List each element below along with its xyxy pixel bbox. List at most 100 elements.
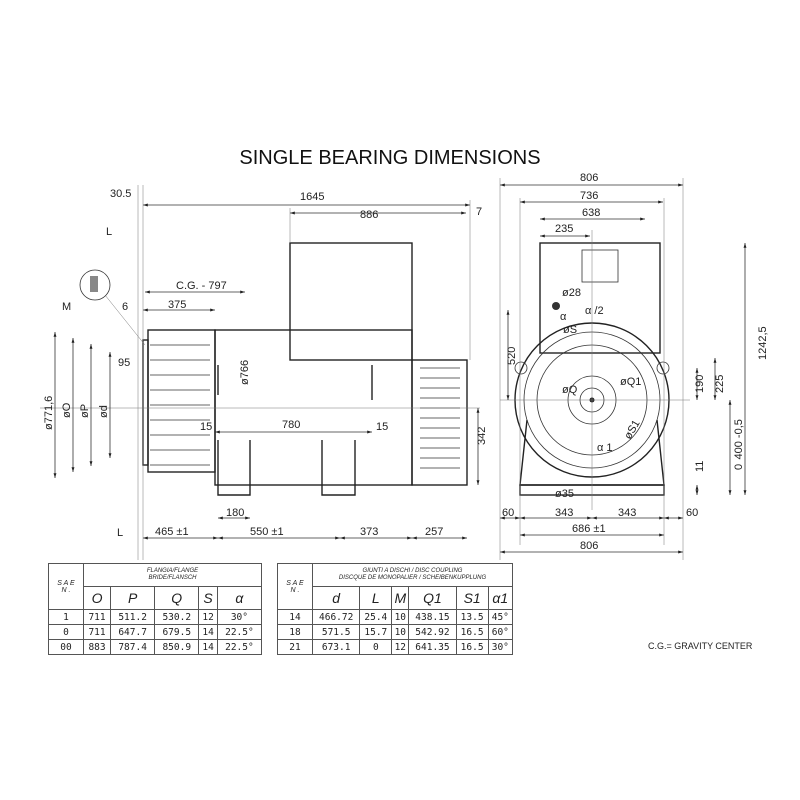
dim-225: 225	[714, 375, 726, 393]
cell: 22.5°	[216, 639, 263, 655]
dim-342: 342	[476, 427, 488, 445]
dim-Q: øQ	[562, 384, 578, 396]
dim-1242-5: 1242,5	[757, 326, 769, 360]
dim-35: ø35	[555, 488, 574, 500]
dim-766: ø766	[239, 360, 251, 385]
dim-180: 180	[226, 507, 244, 519]
dim-6: 6	[122, 301, 128, 313]
cell: 13.5	[455, 609, 489, 625]
cell: 22.5°	[216, 624, 263, 640]
cell: 14	[277, 609, 313, 625]
cell: 850.9	[154, 639, 200, 655]
terminal-box	[289, 242, 413, 361]
dim-1645: 1645	[300, 191, 324, 203]
cell: 30°	[487, 639, 514, 655]
dim-736: 736	[580, 190, 598, 202]
cell: 45°	[487, 609, 514, 625]
cell: 511.2	[110, 609, 156, 625]
dim-780: 780	[282, 419, 300, 431]
dim-257: 257	[425, 526, 443, 538]
dim-d: ød	[98, 405, 110, 418]
col-header: Q1	[408, 586, 457, 610]
cell: 679.5	[154, 624, 200, 640]
sae-header: S A E	[286, 579, 304, 587]
dim-235: 235	[555, 223, 573, 235]
n-header: N .	[61, 586, 71, 594]
dim-11: 11	[694, 461, 706, 472]
col-header: L	[359, 586, 393, 610]
dim-60b: 60	[686, 507, 698, 519]
n-header: N .	[290, 586, 300, 594]
sae-header: S A E	[57, 579, 75, 587]
cell: 21	[277, 639, 313, 655]
dim-60a: 60	[502, 507, 514, 519]
dim-S: øS	[563, 324, 577, 336]
dim-520: 520	[506, 347, 518, 365]
dim-375: 375	[168, 299, 186, 311]
dim-L: L	[106, 226, 112, 238]
terminal-box	[539, 242, 661, 354]
dim-400-tol: 0 400 -0,5	[733, 419, 745, 470]
page-title: SINGLE BEARING DIMENSIONS	[239, 147, 540, 169]
col-header: Q	[154, 586, 200, 610]
col-header: O	[82, 586, 112, 610]
dim-P: øP	[79, 404, 91, 418]
cell: 10	[391, 609, 410, 625]
cell: 641.35	[408, 639, 457, 655]
col-header: α	[216, 586, 263, 610]
dim-alpha: α	[560, 311, 567, 323]
dim-465: 465 ±1	[155, 526, 189, 538]
col-header: d	[311, 586, 361, 610]
dim-alpha1: α 1	[597, 442, 613, 454]
fan-flange	[147, 329, 216, 473]
cell: 18	[277, 624, 313, 640]
cell: 16.5	[455, 639, 489, 655]
group-header: BRIDE/FLANSCH	[148, 575, 197, 581]
cell: 10	[391, 624, 410, 640]
cell: 25.4	[359, 609, 393, 625]
cell: 438.15	[408, 609, 457, 625]
dim-95: 95	[118, 357, 130, 369]
dim-O: øO	[61, 402, 73, 418]
cell: 1	[48, 609, 84, 625]
cell: 15.7	[359, 624, 393, 640]
cell: 00	[48, 639, 84, 655]
dim-806-top: 806	[580, 172, 598, 184]
cell: 542.92	[408, 624, 457, 640]
dim-28: ø28	[562, 287, 581, 299]
gravity-center-note: C.G.= GRAVITY CENTER	[648, 641, 753, 651]
dim-190: 190	[694, 375, 706, 393]
col-header: S1	[455, 586, 489, 610]
dim-638: 638	[582, 207, 600, 219]
dim-Q1: øQ1	[620, 376, 641, 388]
dim-L2: L	[117, 527, 123, 539]
cell: 0	[48, 624, 84, 640]
stator-body	[214, 329, 413, 486]
dim-550: 550 ±1	[250, 526, 284, 538]
dim-373: 373	[360, 526, 378, 538]
dim-7: 7	[476, 206, 482, 218]
dim-686: 686 ±1	[572, 523, 606, 535]
cell: 14	[198, 639, 218, 655]
group-header: GIUNTI A DISCHI / DISC COUPLING	[362, 568, 463, 574]
cell: 530.2	[154, 609, 200, 625]
cell: 30°	[216, 609, 263, 625]
group-header: DISCQUE DE MONOPALIER / SCHEIBENKUPPLUNG	[338, 575, 487, 581]
col-header: M	[391, 586, 410, 610]
dim-cg: C.G. - 797	[176, 280, 227, 292]
col-header: P	[110, 586, 156, 610]
dim-S1: øS1	[622, 418, 642, 441]
dim-343a: 343	[555, 507, 573, 519]
cell: 14	[198, 624, 218, 640]
dim-30-5: 30.5	[110, 188, 131, 200]
cell: 0	[359, 639, 393, 655]
front-view: 806 736 638 235 ø28 α α /2 øS 520 øQ øQ1…	[499, 172, 769, 560]
dim-15a: 15	[200, 421, 212, 433]
